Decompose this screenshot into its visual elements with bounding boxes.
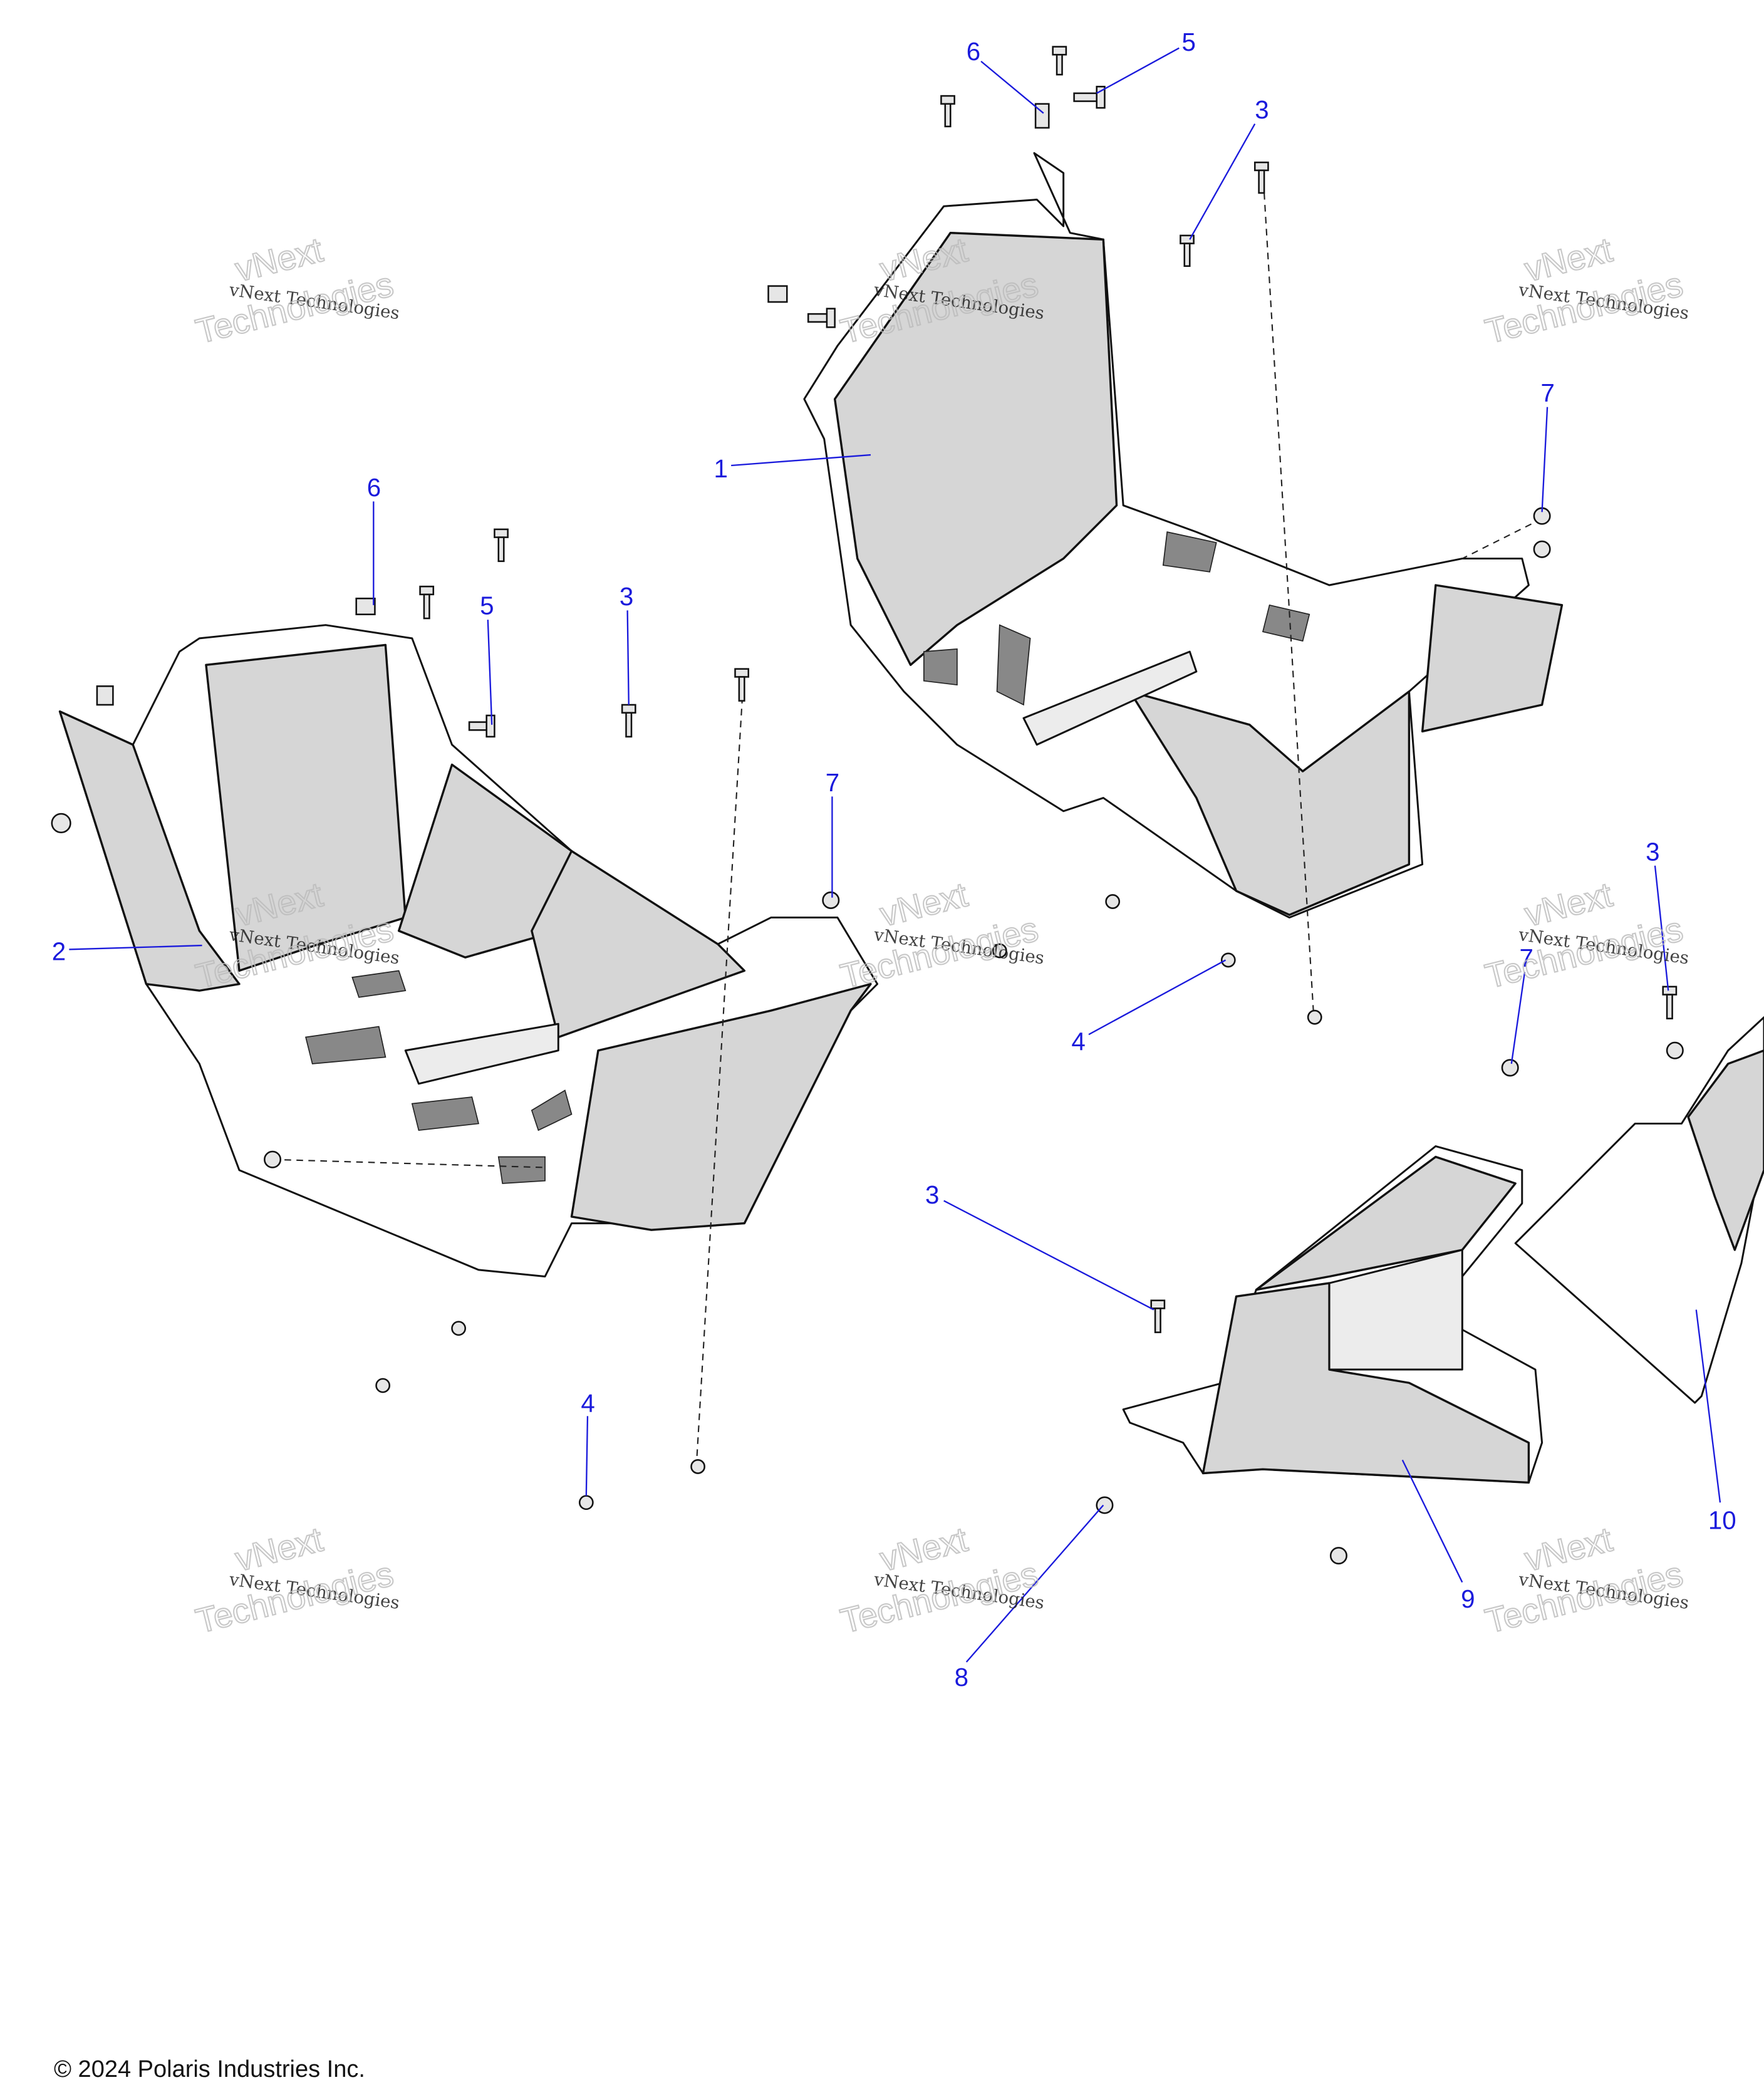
leader-lines [69,47,1721,1663]
fasteners [51,46,1684,1565]
callout-7: 7 [1540,379,1554,407]
watermark: vNext vNext Technologies Technologies [1481,874,1690,996]
svg-text:Technologies: Technologies [837,909,1042,996]
callout-3: 3 [925,1181,939,1209]
callout-9: 9 [1461,1585,1475,1613]
assembly-line [1263,192,1314,1011]
part-9-bracket [1122,1145,1544,1484]
callout-10: 10 [1708,1507,1736,1535]
callout-3: 3 [1255,96,1269,124]
watermark: vNext vNext Technologies Technologies [191,229,400,351]
svg-text:Technologies: Technologies [192,1554,397,1641]
callout-3: 3 [1646,838,1659,866]
svg-text:Technologies: Technologies [1481,1554,1686,1641]
svg-text:vNext: vNext [876,875,972,933]
callout-4: 4 [1071,1028,1085,1056]
svg-text:Technologies: Technologies [1481,909,1686,996]
watermark: vNext vNext Technologies Technologies [836,874,1045,996]
svg-text:vNext: vNext [1521,230,1616,289]
svg-text:Technologies: Technologies [192,264,397,351]
callout-5: 5 [1182,28,1196,56]
svg-text:vNext: vNext [876,1520,972,1579]
part-10-bracket [1514,1016,1764,1404]
copyright-notice: © 2024 Polaris Industries Inc. [54,2056,365,2082]
callout-1: 1 [714,455,728,483]
svg-text:Technologies: Technologies [1481,264,1686,351]
svg-text:vNext: vNext [1521,875,1616,933]
callout-3: 3 [620,583,633,611]
svg-text:Technologies: Technologies [837,1554,1042,1641]
callout-5: 5 [480,592,494,620]
part-2-floorboard-left [58,624,879,1277]
svg-text:vNext: vNext [231,230,326,289]
callout-6: 6 [967,38,980,66]
callout-7: 7 [826,769,839,797]
part-1-floorboard-right [803,152,1564,919]
watermark: vNext vNext Technologies Technologies [836,1519,1045,1641]
watermark: vNext vNext Technologies Technologies [1481,1519,1690,1641]
assembly-line [1461,517,1543,559]
callout-2: 2 [52,937,66,965]
callouts: 1 2 3 3 3 3 4 4 5 5 6 6 7 7 7 8 9 10 [52,28,1736,1692]
callout-6: 6 [367,474,381,502]
watermark: vNext vNext Technologies Technologies [1481,229,1690,351]
callout-4: 4 [581,1390,594,1418]
callout-8: 8 [955,1663,968,1692]
assembly-line [695,685,744,1463]
watermark: vNext vNext Technologies Technologies [191,1519,400,1641]
svg-text:vNext: vNext [231,1520,326,1579]
svg-text:vNext: vNext [1521,1520,1616,1579]
callout-7: 7 [1520,944,1533,972]
assembly-line [272,1158,546,1168]
